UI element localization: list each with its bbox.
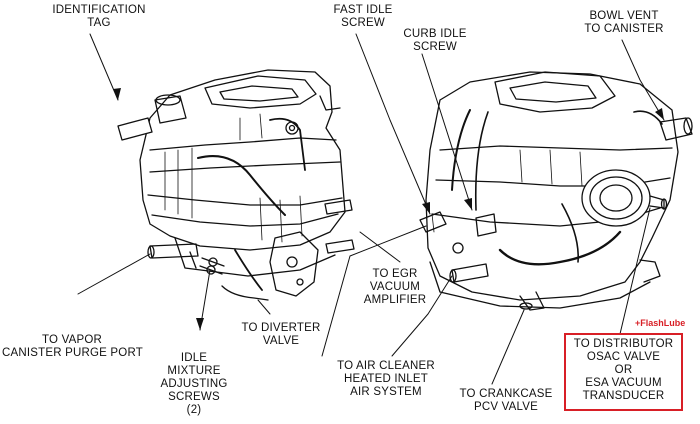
label-vapor-canister-line-2: CANISTER PURGE PORT: [2, 347, 143, 359]
label-identification-tag-line-2: TAG: [87, 17, 111, 29]
label-diverter-valve: TO DIVERTER VALVE: [236, 322, 326, 348]
label-diverter-valve-line-2: VALVE: [262, 335, 300, 347]
label-fast-idle-screw: FAST IDLE SCREW: [326, 4, 400, 30]
label-idle-mixture-line-2: MIXTURE: [167, 365, 221, 377]
label-distributor-line-3: OR: [614, 364, 633, 376]
label-curb-idle-screw-line-2: SCREW: [413, 41, 457, 53]
arrowheads: [113, 88, 664, 330]
label-crankcase-line-1: TO CRANKCASE: [459, 388, 553, 400]
right-carburetor: [419, 71, 693, 311]
label-curb-idle-screw-line-1: CURB IDLE: [403, 28, 467, 40]
label-bowl-vent: BOWL VENT TO CANISTER: [574, 10, 674, 36]
label-distributor-line-5: TRANSDUCER: [582, 390, 665, 402]
highlight-box: [564, 333, 683, 411]
label-egr-vacuum-line-2: VACUUM: [369, 281, 421, 293]
label-idle-mixture-line-4: SCREWS: [168, 391, 220, 403]
label-vapor-canister-line-1: TO VAPOR: [42, 334, 102, 346]
leader-lines: [77, 33, 665, 385]
label-distributor: TO DISTRIBUTOR OSAC VALVE OR ESA VACUUM …: [566, 338, 681, 403]
label-fast-idle-screw-line-2: SCREW: [341, 17, 385, 29]
label-air-cleaner: TO AIR CLEANER HEATED INLET AIR SYSTEM: [328, 360, 444, 399]
label-distributor-line-1: TO DISTRIBUTOR: [573, 338, 674, 350]
label-distributor-line-2: OSAC VALVE: [586, 351, 661, 363]
label-egr-vacuum-line-1: TO EGR: [372, 268, 418, 280]
watermark: +FlashLube: [635, 318, 686, 328]
label-air-cleaner-line-1: TO AIR CLEANER: [337, 360, 435, 372]
label-bowl-vent-line-1: BOWL VENT: [589, 10, 659, 22]
label-idle-mixture: IDLE MIXTURE ADJUSTING SCREWS (2): [154, 352, 234, 417]
label-air-cleaner-line-2: HEATED INLET: [344, 373, 428, 385]
label-egr-vacuum: TO EGR VACUUM AMPLIFIER: [354, 268, 436, 307]
label-distributor-line-4: ESA VACUUM: [585, 377, 662, 389]
label-idle-mixture-line-3: ADJUSTING: [160, 378, 228, 390]
label-identification-tag: IDENTIFICATION TAG: [44, 4, 154, 30]
label-fast-idle-screw-line-1: FAST IDLE: [333, 4, 393, 16]
label-egr-vacuum-line-3: AMPLIFIER: [363, 294, 427, 306]
label-vapor-canister: TO VAPOR CANISTER PURGE PORT: [2, 334, 143, 360]
label-diverter-valve-line-1: TO DIVERTER: [241, 322, 321, 334]
left-carburetor: [117, 69, 355, 301]
label-identification-tag-line-1: IDENTIFICATION: [52, 4, 146, 16]
label-idle-mixture-line-5: (2): [186, 404, 202, 416]
label-bowl-vent-line-2: TO CANISTER: [584, 23, 664, 35]
label-curb-idle-screw: CURB IDLE SCREW: [396, 28, 474, 54]
label-air-cleaner-line-3: AIR SYSTEM: [350, 386, 422, 398]
label-idle-mixture-line-1: IDLE: [180, 352, 208, 364]
label-crankcase: TO CRANKCASE PCV VALVE: [452, 388, 560, 414]
label-crankcase-line-2: PCV VALVE: [473, 401, 538, 413]
